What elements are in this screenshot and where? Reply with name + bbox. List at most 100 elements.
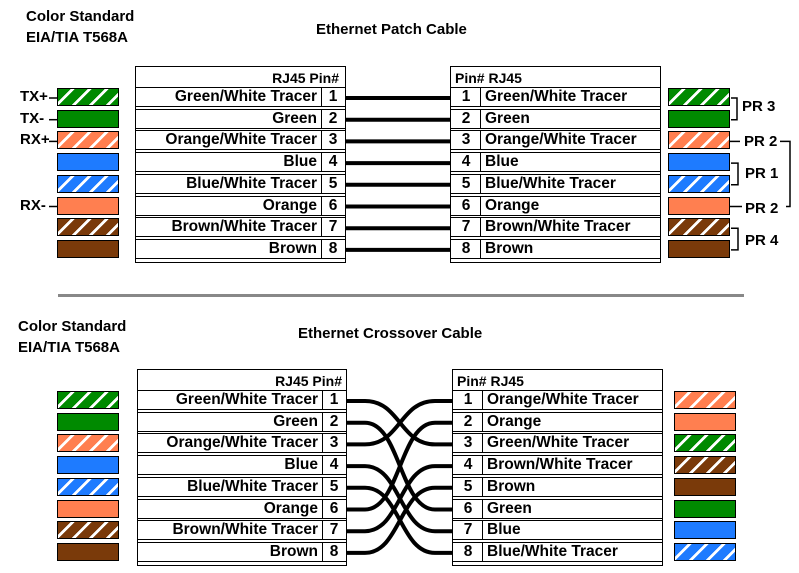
wire-color-label: Green (485, 109, 530, 127)
pair-bracket-pr3 (731, 97, 738, 121)
pin-number: 8 (463, 542, 473, 560)
pin-cell (451, 173, 481, 194)
wire-color-swatch (668, 153, 730, 172)
signal-label: TX+ (20, 88, 48, 105)
pair-label-pr2-bottom: PR 2 (745, 200, 779, 217)
signal-label: TX- (20, 109, 45, 127)
wire-color-swatch (57, 196, 119, 215)
wire-color-swatch (674, 477, 736, 496)
wire-color-swatch (57, 218, 119, 237)
wire-color-swatch (668, 174, 730, 193)
pin-number: 8 (328, 239, 338, 257)
wire-color-label: Orange (262, 196, 317, 214)
pin-cell (321, 152, 345, 173)
pin-number: 1 (328, 88, 338, 105)
pin-cell (322, 541, 346, 562)
wire-color-swatch (57, 174, 119, 193)
pin-number: 3 (461, 131, 471, 149)
wire-color-label: Blue/White Tracer (487, 542, 618, 560)
pair-bracket-pr2 (780, 140, 791, 208)
wire-color-swatch (57, 542, 119, 561)
pin-cell (451, 238, 481, 259)
wire-color-label: Green/White Tracer (485, 88, 628, 105)
pin-number: 4 (463, 456, 473, 474)
wire-color-label: Brown (485, 239, 534, 257)
pin-number: 1 (463, 391, 473, 408)
wire-color-swatch (674, 434, 736, 453)
pin-number: 7 (328, 218, 338, 236)
pin-cell (321, 130, 345, 151)
section-divider (58, 294, 744, 297)
pin-cell (453, 498, 483, 519)
pin-number: 2 (461, 109, 471, 127)
wire-color-swatch (57, 131, 119, 150)
pin-number: 7 (329, 521, 339, 539)
wire-color-label: Blue/White Tracer (186, 174, 317, 192)
wire-color-swatch (57, 109, 119, 128)
pin-number: 2 (329, 412, 339, 430)
wire-color-label: Brown (269, 542, 318, 560)
pin-cell (453, 476, 483, 497)
pin-cell (321, 195, 345, 216)
wire-color-label: Orange (263, 499, 318, 517)
pin-number: 2 (328, 109, 338, 127)
wire-color-label: Blue (284, 456, 318, 474)
pin-number: 4 (328, 153, 338, 171)
wire-color-swatch (57, 239, 119, 258)
crossover-left-header: RJ45 Pin# (275, 373, 342, 389)
crossover-wire (347, 399, 452, 447)
wire-color-label: Blue (485, 153, 519, 171)
pin-cell (451, 217, 481, 238)
crossover-right-header: Pin# RJ45 (457, 373, 524, 389)
crossover-wire (347, 420, 452, 512)
pin-cell (321, 173, 345, 194)
pin-cell (451, 130, 481, 151)
pin-number: 6 (329, 499, 339, 517)
wire-color-label: Orange (485, 196, 540, 214)
pin-cell (453, 433, 483, 454)
wire-color-swatch (674, 521, 736, 540)
pin-number: 6 (328, 196, 338, 214)
pin-number: 3 (328, 131, 338, 149)
pin-cell (321, 87, 345, 107)
pin-number: 5 (329, 477, 339, 495)
wire-color-swatch (668, 131, 730, 150)
pin-cell (322, 455, 346, 476)
patch-left-header: RJ45 Pin# (272, 70, 339, 86)
wire-color-swatch (674, 542, 736, 561)
pin-cell (453, 390, 483, 410)
pin-cell (322, 498, 346, 519)
patch-standard-label: Color Standard EIA/TIA T568A (26, 6, 134, 48)
wire-color-swatch (57, 499, 119, 518)
wire-color-swatch (57, 391, 119, 409)
wire-color-label: Green/White Tracer (175, 391, 318, 408)
pin-number: 2 (463, 412, 473, 430)
signal-label: RX- (20, 196, 46, 214)
wire-color-swatch (668, 109, 730, 128)
pin-cell (322, 411, 346, 432)
pin-number: 7 (461, 218, 471, 236)
wire-color-swatch (57, 521, 119, 540)
pair-label-pr4: PR 4 (745, 232, 779, 249)
signal-label: RX+ (20, 131, 50, 149)
pin-number: 5 (461, 174, 471, 192)
wire-color-swatch (57, 88, 119, 106)
patch-standard-line2: EIA/TIA T568A (26, 29, 128, 46)
